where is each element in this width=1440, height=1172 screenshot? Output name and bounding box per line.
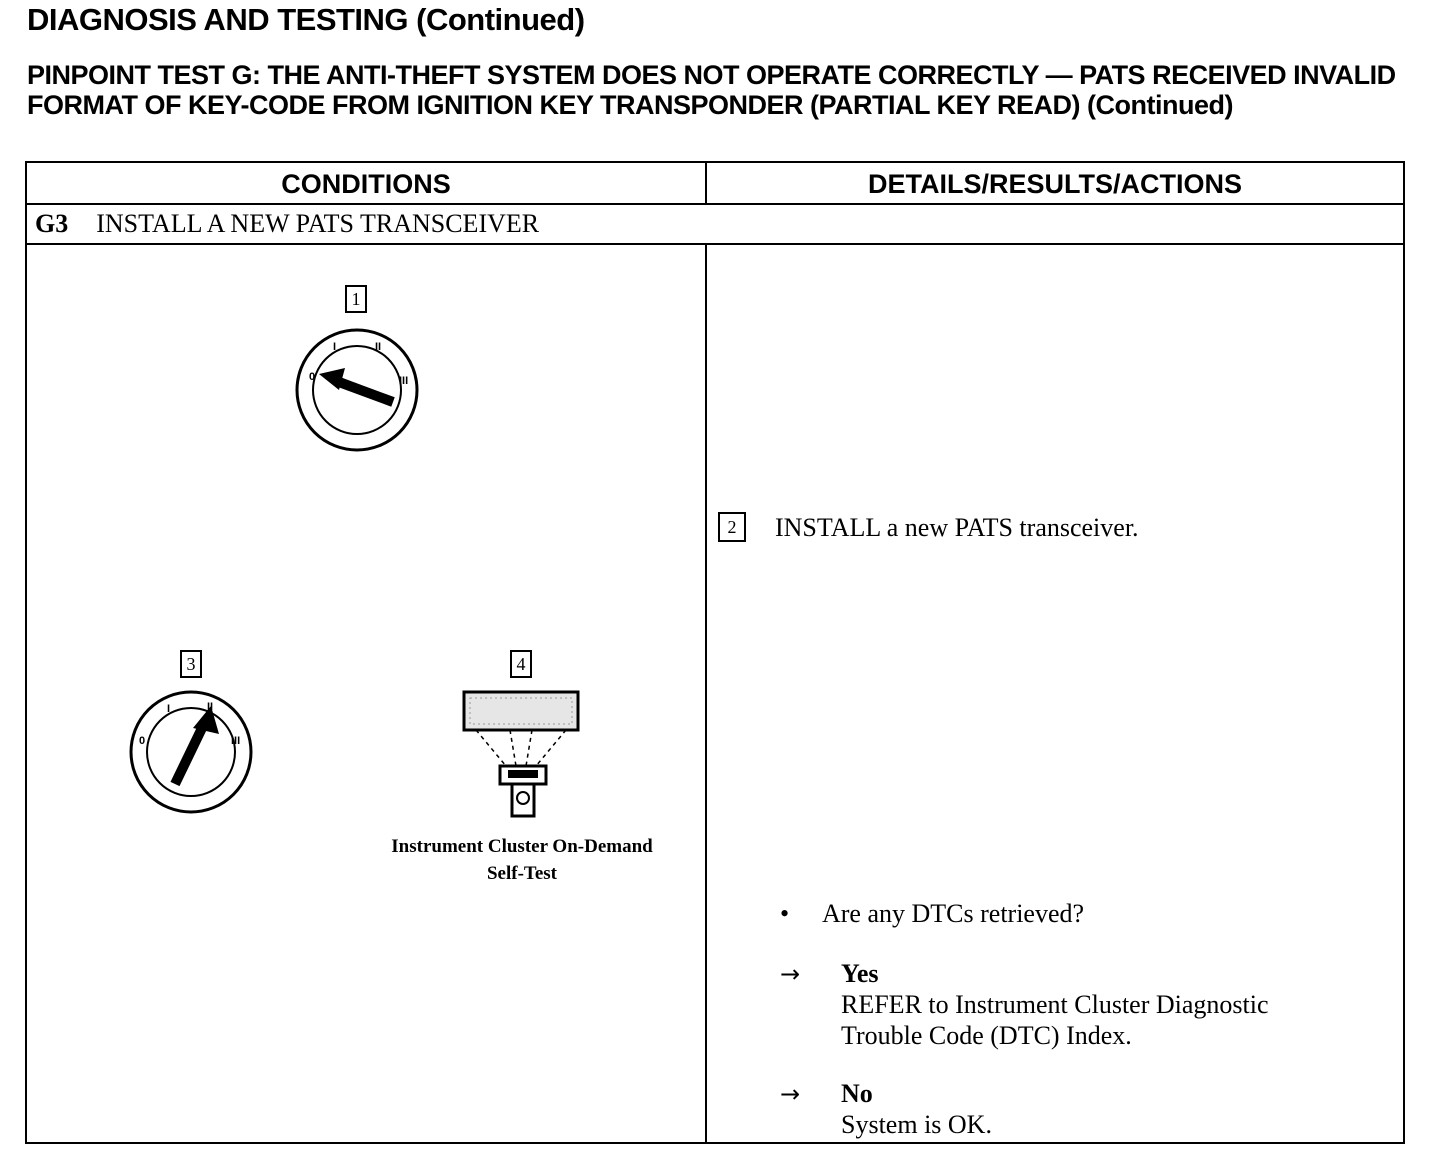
pinpoint-test-title: PINPOINT TEST G: THE ANTI-THEFT SYSTEM D… <box>27 60 1396 120</box>
dial-label-2: II <box>207 701 213 713</box>
ignition-switch-off-icon: 0 I II III <box>295 328 419 452</box>
caption-line-1: Instrument Cluster On-Demand <box>391 836 653 857</box>
body-column-divider <box>705 243 707 1142</box>
arrow-right-icon: → <box>780 960 801 988</box>
yes-action-line-1: REFER to Instrument Cluster Diagnostic <box>841 990 1269 1019</box>
dial-label-1: I <box>333 341 336 353</box>
yes-label: Yes <box>841 959 879 988</box>
callout-4: 4 <box>510 650 532 678</box>
cluster-self-test-caption: Instrument Cluster On-Demand Self-Test <box>352 833 692 887</box>
no-label: No <box>841 1079 873 1108</box>
dtc-question: Are any DTCs retrieved? <box>822 899 1085 928</box>
ignition-switch-run-icon: 0 I II III <box>129 690 253 814</box>
dial-label-2: II <box>375 341 381 353</box>
step-2-instruction: INSTALL a new PATS transceiver. <box>775 513 1139 542</box>
dial-label-3: III <box>231 735 240 747</box>
header-column-divider <box>705 163 707 203</box>
dial-label-3: III <box>399 375 408 387</box>
dial-label-0: 0 <box>139 735 145 747</box>
caption-line-2: Self-Test <box>486 863 558 884</box>
yes-action-line-2: Trouble Code (DTC) Index. <box>841 1021 1132 1050</box>
column-header-details: DETAILS/RESULTS/ACTIONS <box>867 169 1242 199</box>
page-title: DIAGNOSIS AND TESTING (Continued) <box>27 2 585 37</box>
column-header-conditions: CONDITIONS <box>281 169 451 199</box>
callout-1: 1 <box>345 285 367 313</box>
instrument-cluster-icon <box>462 690 580 818</box>
step-code: G3 <box>35 209 69 238</box>
bullet-icon: • <box>780 899 790 928</box>
callout-3: 3 <box>180 650 202 678</box>
header-divider <box>27 203 1403 205</box>
dial-label-0: 0 <box>309 371 315 383</box>
arrow-right-icon: → <box>780 1080 801 1108</box>
step-title: INSTALL A NEW PATS TRANSCEIVER <box>96 209 540 238</box>
no-action: System is OK. <box>841 1110 992 1139</box>
dial-label-1: I <box>167 703 170 715</box>
step-row-divider <box>27 243 1403 245</box>
yes-branch: Yes REFER to Instrument Cluster Diagnost… <box>841 958 1269 1051</box>
no-branch: No System is OK. <box>841 1078 992 1140</box>
step-row: G3 INSTALL A NEW PATS TRANSCEIVER <box>35 205 539 243</box>
callout-2: 2 <box>718 512 746 542</box>
